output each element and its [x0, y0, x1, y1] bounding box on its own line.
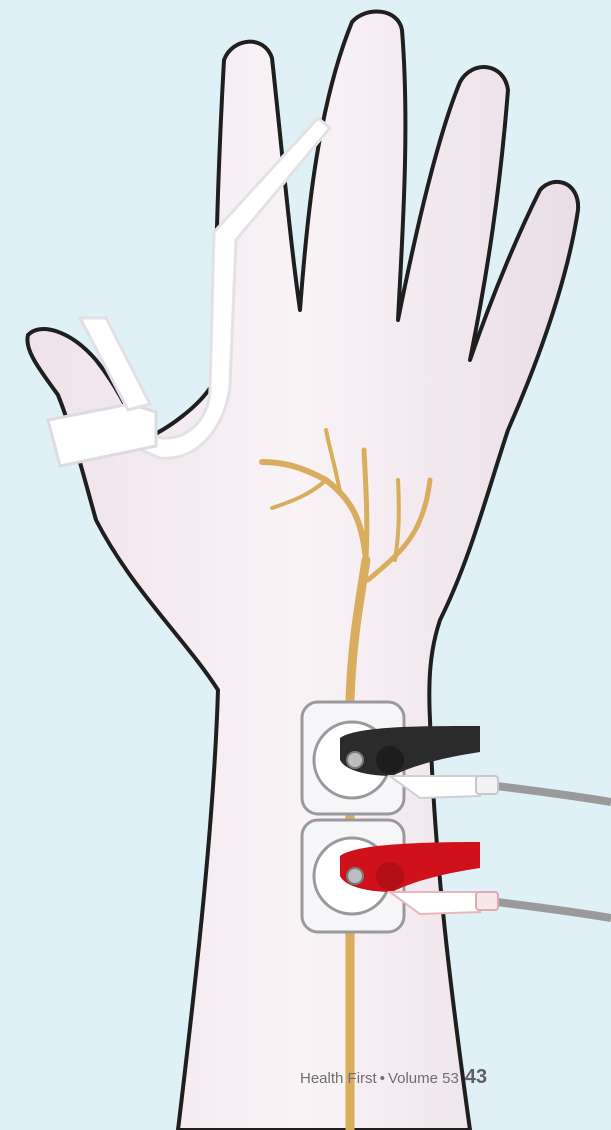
footer-separator: • [380, 1070, 385, 1087]
red-electrode [302, 820, 611, 932]
volume-label: Volume 53 [388, 1070, 459, 1087]
publication-name: Health First [300, 1070, 377, 1087]
hand-outline [27, 12, 578, 1130]
page-footer: Health First•Volume 53 43 [300, 1066, 487, 1089]
black-electrode [302, 702, 611, 814]
page-number: 43 [465, 1066, 487, 1088]
